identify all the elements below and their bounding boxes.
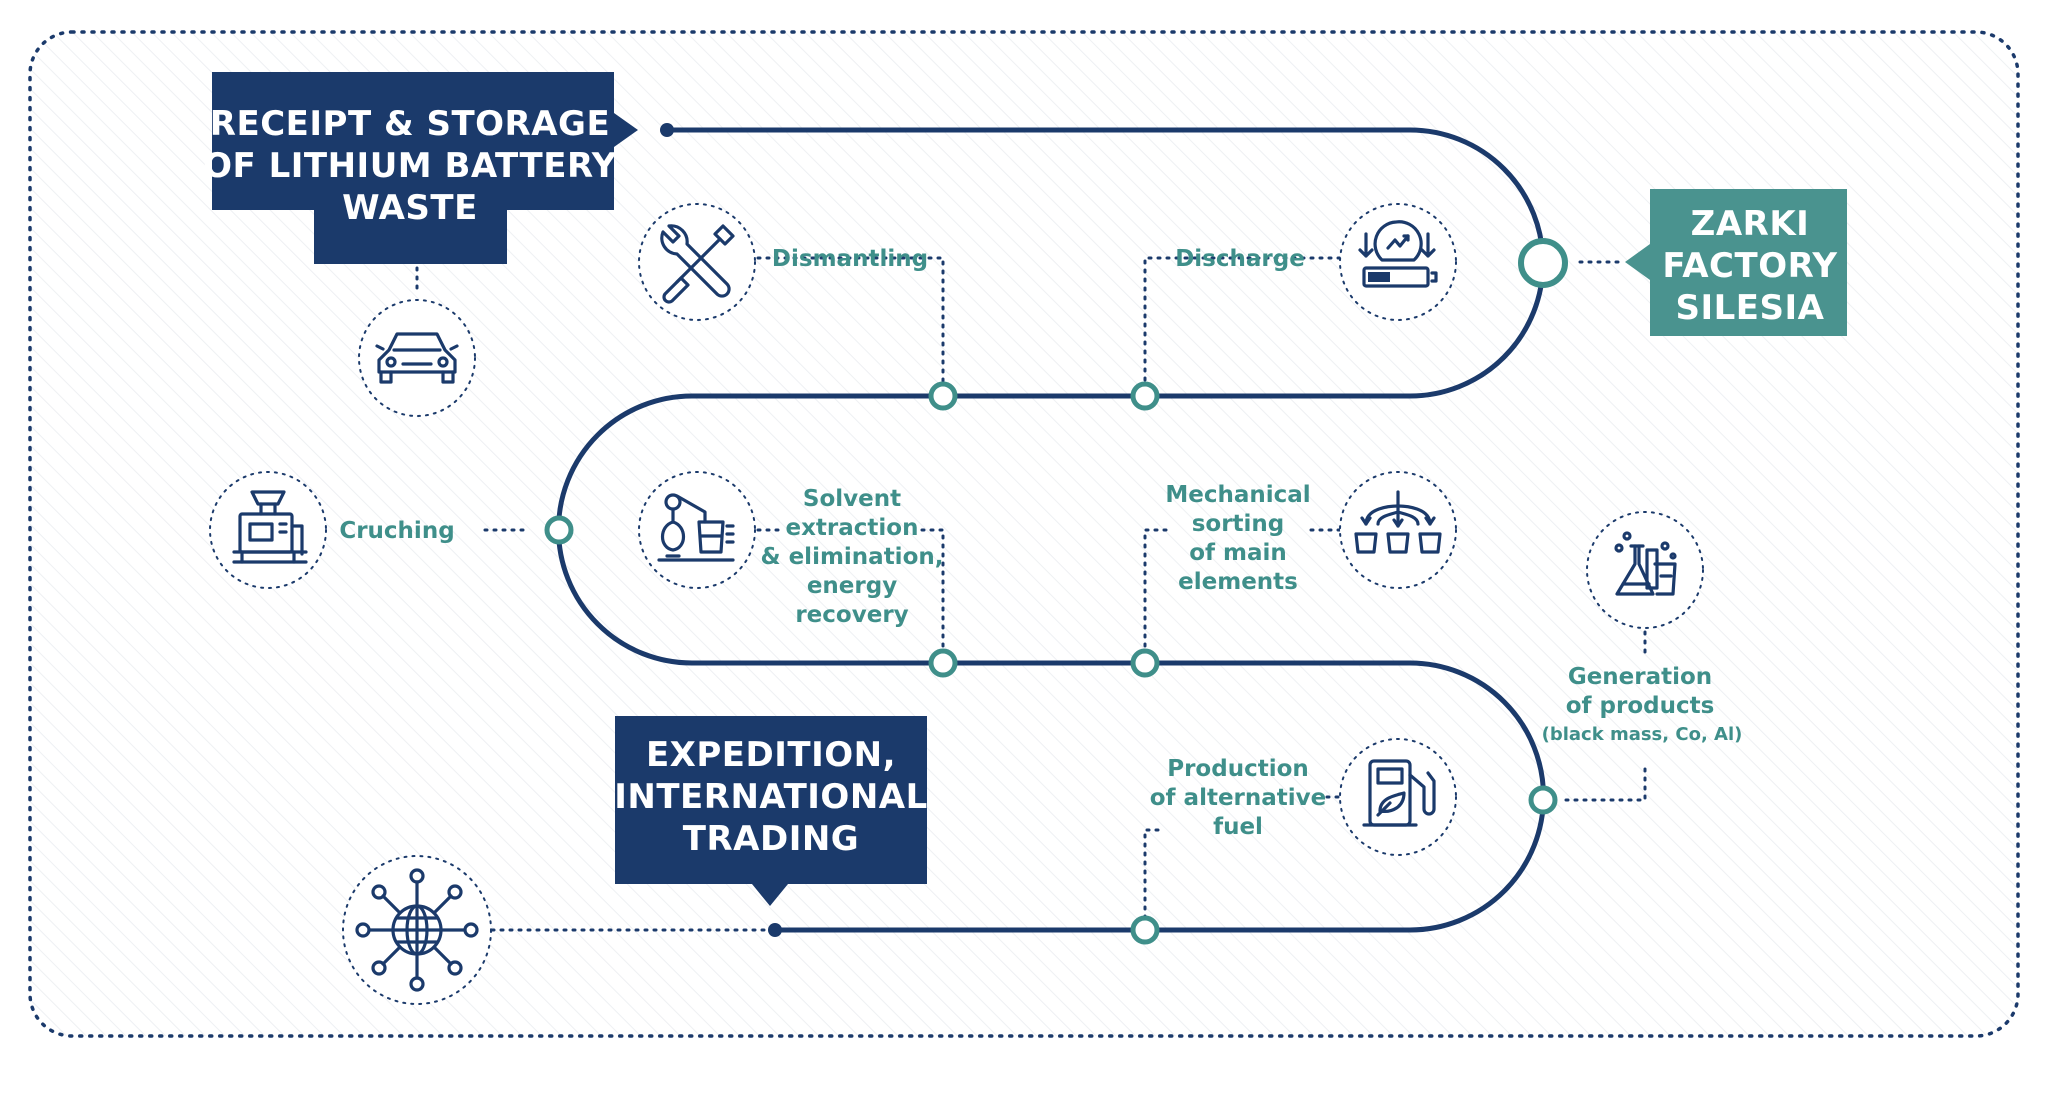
label-dismantling: Dismantling — [772, 246, 928, 272]
mechanical-line-3: of main — [1189, 540, 1287, 566]
label-mechanical: Mechanical sorting of main elements — [1165, 482, 1310, 595]
expedition-title-line-3: TRADING — [683, 819, 859, 859]
header-expedition: EXPEDITION, INTERNATIONAL TRADING — [614, 716, 928, 906]
node-fuel — [1130, 915, 1160, 945]
solvent-line-4: energy — [807, 573, 897, 599]
solvent-line-2: extraction — [786, 515, 919, 541]
solvent-line-5: recovery — [795, 602, 908, 628]
label-discharge: Discharge — [1175, 246, 1305, 272]
mechanical-line-4: elements — [1178, 569, 1298, 595]
car-icon — [358, 299, 476, 417]
battery-discharge-icon — [1339, 203, 1457, 321]
mechanical-line-2: sorting — [1192, 511, 1285, 537]
receipt-title-line-3: WASTE — [342, 188, 478, 228]
generation-note: (black mass, Co, Al) — [1542, 724, 1743, 745]
distillation-icon — [638, 471, 756, 589]
path-end-dot — [768, 923, 782, 937]
header-factory: ZARKI FACTORY SILESIA — [1625, 189, 1847, 336]
path-nodes — [544, 238, 1568, 945]
expedition-title-line-2: INTERNATIONAL — [614, 777, 928, 817]
fuel-pump-icon — [1339, 738, 1457, 856]
expedition-title-line-1: EXPEDITION, — [646, 735, 896, 775]
diagram-frame — [28, 30, 2020, 1038]
mechanical-line-1: Mechanical — [1165, 482, 1310, 508]
label-fuel: Production of alternative fuel — [1150, 756, 1327, 840]
generation-line-2: of products — [1566, 693, 1715, 719]
node-discharge — [1130, 381, 1160, 411]
fuel-line-2: of alternative — [1150, 785, 1327, 811]
label-generation: Generation of products (black mass, Co, … — [1542, 664, 1743, 745]
header-receipt: RECEIPT & STORAGE OF LITHIUM BATTERY WAS… — [203, 72, 638, 264]
label-cruching: Cruching — [339, 518, 454, 544]
lab-flask-icon — [1586, 511, 1704, 629]
node-solvent — [928, 648, 958, 678]
global-network-icon — [342, 855, 492, 1005]
node-factory — [1518, 238, 1568, 288]
wrench-screwdriver-icon — [638, 203, 756, 321]
node-cruching — [544, 515, 574, 545]
node-generation — [1528, 785, 1558, 815]
receipt-title-line-1: RECEIPT & STORAGE — [210, 104, 610, 144]
fuel-line-3: fuel — [1213, 814, 1263, 840]
factory-title-line-1: ZARKI — [1691, 204, 1810, 244]
node-dismantling — [928, 381, 958, 411]
path-start-dot — [660, 123, 674, 137]
label-solvent: Solvent extraction & elimination, energy… — [761, 486, 944, 628]
fuel-line-1: Production — [1167, 756, 1309, 782]
generation-line-1: Generation — [1568, 664, 1712, 690]
sorting-icon — [1339, 471, 1457, 589]
factory-title-line-2: FACTORY — [1662, 246, 1837, 286]
node-mechanical — [1130, 648, 1160, 678]
solvent-line-1: Solvent — [803, 486, 901, 512]
receipt-title-line-2: OF LITHIUM BATTERY — [203, 146, 617, 186]
factory-title-line-3: SILESIA — [1676, 288, 1825, 328]
solvent-line-3: & elimination, — [761, 544, 944, 570]
crusher-machine-icon — [209, 471, 327, 589]
leader-lines — [415, 256, 1647, 932]
